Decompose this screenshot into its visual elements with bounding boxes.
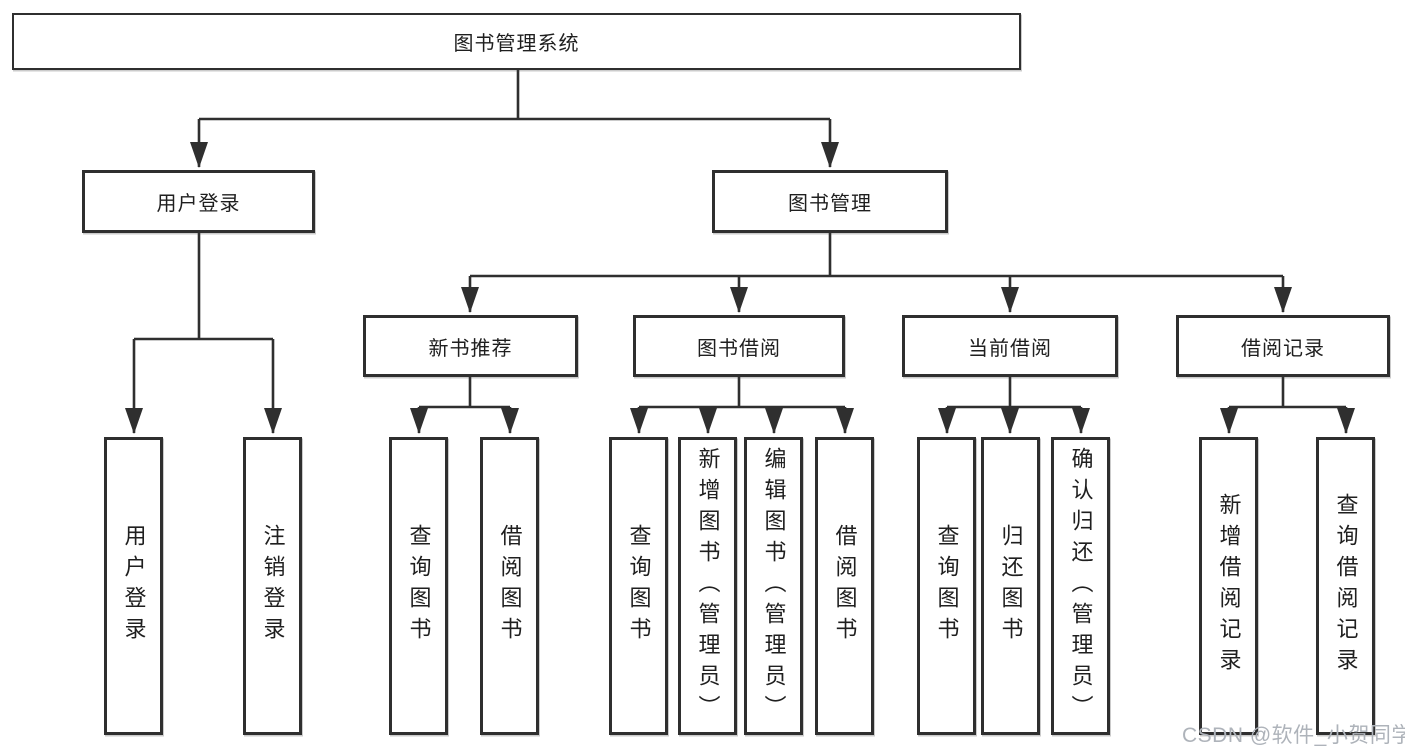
node-login-action: 用户登录 bbox=[104, 437, 163, 735]
node-add-book-admin: 新增图书（管理员） bbox=[678, 437, 737, 735]
node-query-books: 查询图书 bbox=[917, 437, 976, 735]
connector-new-book-split bbox=[419, 377, 510, 409]
node-borrowing-records: 借阅记录 bbox=[1176, 315, 1390, 377]
node-edit-book-admin: 编辑图书（管理员） bbox=[744, 437, 803, 735]
node-book-borrowing: 图书借阅 bbox=[633, 315, 845, 377]
node-return-books: 归还图书 bbox=[981, 437, 1040, 735]
connector-current-borrow-split bbox=[947, 377, 1081, 409]
connector-book-management-split bbox=[470, 233, 1283, 278]
node-label: 查询借阅记录 bbox=[1333, 493, 1359, 679]
node-label: 用户登录 bbox=[121, 524, 147, 648]
node-library-management-system: 图书管理系统 bbox=[12, 13, 1021, 70]
node-borrow-books: 借阅图书 bbox=[815, 437, 874, 735]
node-label: 编辑图书（管理员） bbox=[761, 446, 787, 726]
node-query-books: 查询图书 bbox=[389, 437, 448, 735]
node-label: 查询图书 bbox=[934, 524, 960, 648]
node-query-books: 查询图书 bbox=[609, 437, 668, 735]
node-label: 借阅记录 bbox=[1241, 337, 1325, 360]
node-label: 图书管理系统 bbox=[453, 33, 580, 55]
node-label: 确认归还（管理员） bbox=[1068, 446, 1094, 726]
node-label: 借阅图书 bbox=[832, 524, 858, 648]
node-label: 新增图书（管理员） bbox=[695, 446, 721, 726]
node-label: 归还图书 bbox=[998, 524, 1024, 648]
connector-borrow-record-split bbox=[1229, 377, 1346, 409]
node-label: 注销登录 bbox=[260, 524, 286, 648]
connector-book-borrow-split bbox=[639, 377, 845, 409]
node-label: 查询图书 bbox=[406, 524, 432, 648]
node-label: 图书管理 bbox=[788, 193, 872, 215]
node-user-login: 用户登录 bbox=[82, 170, 315, 233]
node-label: 查询图书 bbox=[626, 524, 652, 648]
node-label: 借阅图书 bbox=[497, 524, 523, 648]
node-label: 图书借阅 bbox=[697, 337, 781, 360]
connector-root-split bbox=[199, 70, 830, 121]
node-book-management: 图书管理 bbox=[712, 170, 948, 233]
node-current-borrowing: 当前借阅 bbox=[902, 315, 1118, 377]
connector-user-login-split bbox=[134, 233, 273, 341]
node-borrow-books: 借阅图书 bbox=[480, 437, 539, 735]
node-label: 用户登录 bbox=[156, 193, 241, 215]
watermark: CSDN @软件_小贺同学 bbox=[1182, 724, 1405, 747]
node-logout-action: 注销登录 bbox=[243, 437, 302, 735]
node-label: 当前借阅 bbox=[968, 337, 1052, 360]
node-label: 新书推荐 bbox=[428, 337, 513, 360]
node-label: 新增借阅记录 bbox=[1216, 493, 1242, 679]
node-add-borrow-record: 新增借阅记录 bbox=[1199, 437, 1258, 735]
node-new-book-recommendation: 新书推荐 bbox=[363, 315, 578, 377]
node-query-borrow-record: 查询借阅记录 bbox=[1316, 437, 1375, 735]
node-confirm-return-admin: 确认归还（管理员） bbox=[1051, 437, 1110, 735]
